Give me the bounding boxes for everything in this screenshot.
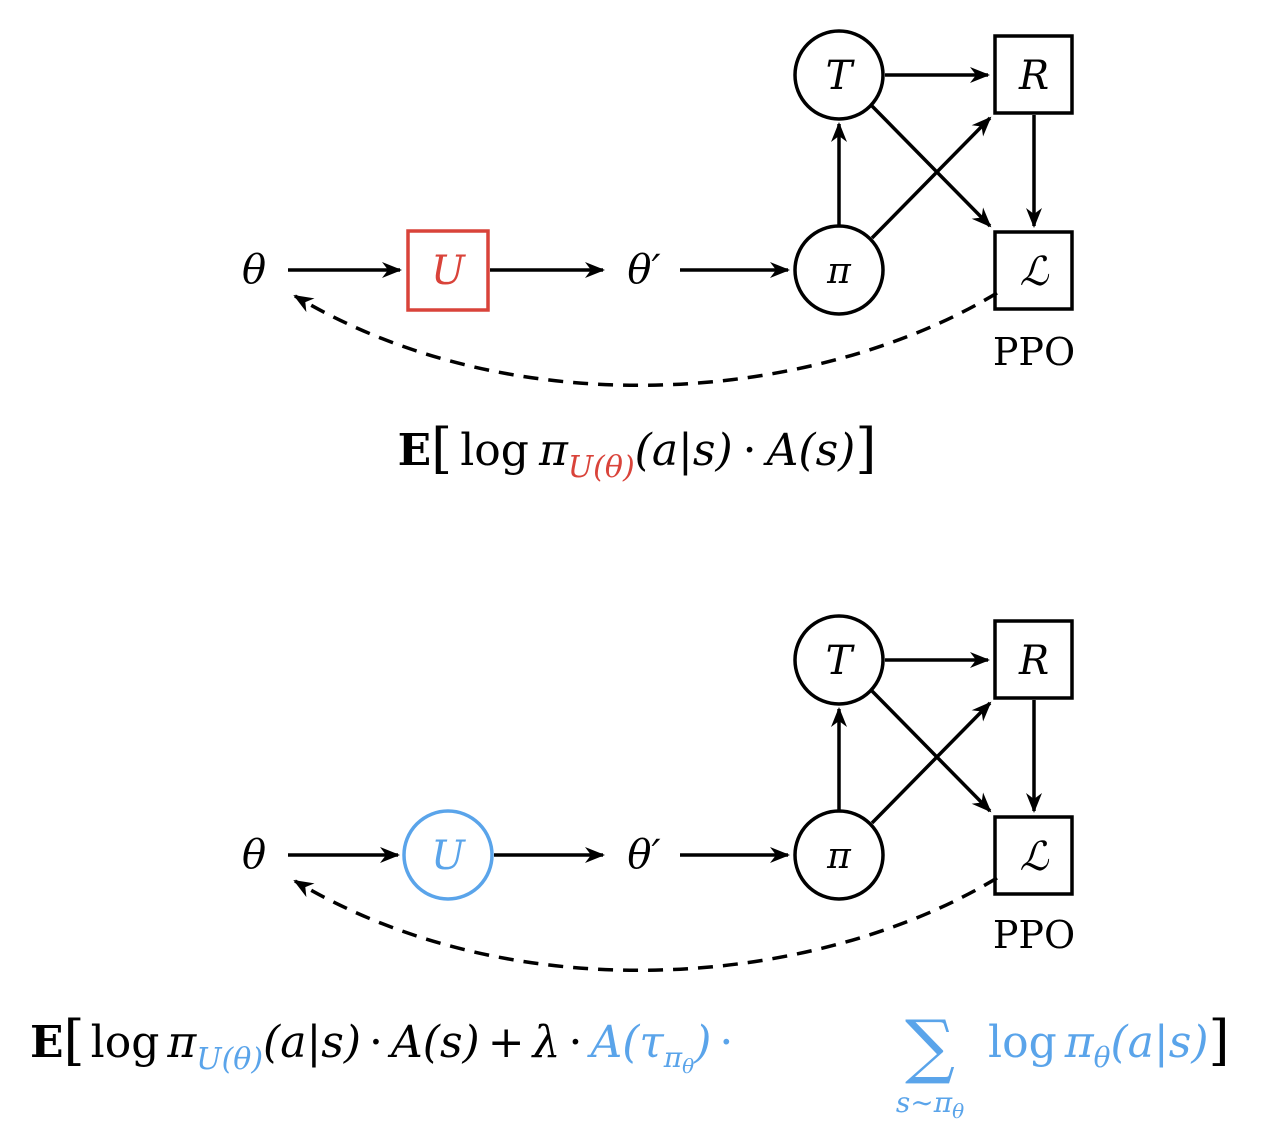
loss-label: ℒ: [1020, 834, 1050, 880]
arrow-transition-to-loss: [870, 104, 992, 228]
theta-node: θ: [242, 247, 266, 293]
arrow-policy-to-reward: [870, 701, 992, 825]
update-box: [406, 229, 490, 312]
transition-label: T: [826, 53, 856, 99]
transition-node: [793, 29, 885, 121]
reward-label: R: [1018, 53, 1049, 99]
arrow-policy-to-reward: [870, 116, 992, 240]
policy-label: π: [826, 251, 852, 292]
policy-label: π: [826, 836, 852, 877]
loss-box: [993, 230, 1074, 311]
transition-label: T: [826, 638, 856, 684]
theta-prime-node: θ′: [627, 247, 660, 293]
update-label: U: [431, 833, 466, 879]
loss-caption-ppo: PPO: [993, 913, 1075, 957]
policy-node: [793, 224, 885, 316]
loss-caption-ppo: PPO: [993, 330, 1075, 374]
arrow-transition-to-loss: [870, 689, 992, 813]
update-node: [402, 809, 494, 901]
sum-subscript: s∼πθ: [896, 1086, 964, 1123]
loss-label: ℒ: [1020, 249, 1050, 295]
reward-box: [993, 34, 1074, 115]
reward-box: [993, 619, 1074, 700]
update-label: U: [431, 248, 466, 294]
theta-prime-node: θ′: [627, 832, 660, 878]
gradient-feedback-dashed-arrow: [293, 291, 998, 388]
reward-label: R: [1018, 638, 1049, 684]
loss-box: [993, 815, 1074, 896]
transition-node: [793, 614, 885, 706]
gradient-feedback-dashed-arrow: [293, 876, 998, 973]
policy-node: [793, 809, 885, 901]
theta-node: θ: [242, 832, 266, 878]
sum-symbol: ∑: [905, 1005, 955, 1087]
